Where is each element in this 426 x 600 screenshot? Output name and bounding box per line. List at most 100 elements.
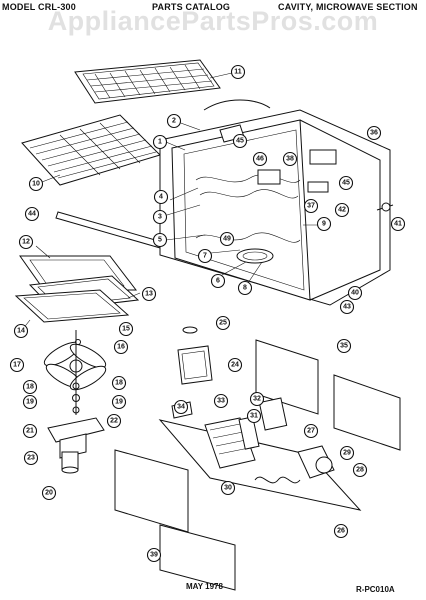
oven-rack — [74, 59, 221, 104]
callout-23: 23 — [23, 450, 39, 466]
svg-text:30: 30 — [224, 485, 232, 492]
svg-text:7: 7 — [203, 253, 207, 260]
watermark: AppliancePartsPros.com — [47, 6, 379, 36]
svg-text:40: 40 — [351, 290, 359, 297]
model-number: MODEL CRL-300 — [2, 2, 76, 12]
section-title: CAVITY, MICROWAVE SECTION — [278, 2, 418, 12]
callout-2: 2 — [166, 113, 182, 129]
svg-text:29: 29 — [343, 450, 351, 457]
svg-text:26: 26 — [337, 528, 345, 535]
svg-text:27: 27 — [307, 428, 315, 435]
callout-39: 39 — [146, 547, 162, 563]
callout-42: 42 — [334, 202, 350, 218]
svg-text:20: 20 — [45, 490, 53, 497]
svg-text:34: 34 — [177, 404, 185, 411]
callout-15: 15 — [118, 321, 134, 337]
callout-28: 28 — [352, 462, 368, 478]
callout-10: 10 — [28, 176, 44, 192]
callout-33: 33 — [213, 393, 229, 409]
svg-text:31: 31 — [250, 413, 258, 420]
callout-18a: 18 — [22, 379, 38, 395]
svg-text:39: 39 — [150, 552, 158, 559]
callout-27: 27 — [303, 423, 319, 439]
callout-5: 5 — [152, 232, 168, 248]
svg-text:11: 11 — [234, 69, 242, 76]
catalog-title: PARTS CATALOG — [152, 2, 231, 12]
callout-26: 26 — [333, 523, 349, 539]
svg-text:4: 4 — [159, 194, 163, 201]
svg-text:23: 23 — [27, 455, 35, 462]
callout-45b: 45 — [338, 175, 354, 191]
svg-text:24: 24 — [231, 362, 239, 369]
svg-text:18: 18 — [115, 380, 123, 387]
callout-22: 22 — [106, 413, 122, 429]
svg-text:49: 49 — [223, 236, 231, 243]
callout-17: 17 — [9, 357, 25, 373]
callout-35: 35 — [336, 338, 352, 354]
callout-31: 31 — [246, 408, 262, 424]
svg-text:12: 12 — [22, 239, 30, 246]
callout-14: 14 — [13, 323, 29, 339]
callout-7: 7 — [197, 248, 213, 264]
svg-text:19: 19 — [115, 399, 123, 406]
svg-text:41: 41 — [394, 221, 402, 228]
svg-text:17: 17 — [13, 362, 21, 369]
callout-45: 45 — [232, 133, 248, 149]
svg-text:45: 45 — [342, 180, 350, 187]
svg-text:6: 6 — [216, 278, 220, 285]
element-grid — [21, 114, 161, 186]
callout-46: 46 — [252, 151, 268, 167]
callout-16: 16 — [113, 339, 129, 355]
svg-text:43: 43 — [343, 304, 351, 311]
svg-text:28: 28 — [356, 467, 364, 474]
footer-date: MAY 1978 — [186, 582, 223, 591]
svg-text:44: 44 — [28, 211, 36, 218]
callout-49: 49 — [219, 231, 235, 247]
oven-cavity — [159, 99, 394, 306]
footer-reference: R-PC010A — [356, 585, 395, 594]
callout-30: 30 — [220, 480, 236, 496]
callout-3: 3 — [152, 209, 168, 225]
callout-32: 32 — [249, 391, 265, 407]
callout-18b: 18 — [111, 375, 127, 391]
magnetron-components — [177, 326, 213, 385]
svg-text:19: 19 — [26, 399, 34, 406]
callout-6: 6 — [210, 273, 226, 289]
side-panels — [255, 339, 401, 451]
callout-4: 4 — [153, 189, 169, 205]
callout-13: 13 — [141, 286, 157, 302]
svg-text:15: 15 — [122, 326, 130, 333]
callout-11: 11 — [230, 64, 246, 80]
callout-38: 38 — [282, 151, 298, 167]
svg-text:14: 14 — [17, 328, 25, 335]
svg-text:5: 5 — [158, 237, 162, 244]
callout-34: 34 — [173, 399, 189, 415]
callout-43: 43 — [339, 299, 355, 315]
fan-blade — [43, 330, 107, 415]
door-window-assembly — [14, 255, 140, 323]
fan-motor — [47, 417, 105, 474]
svg-text:3: 3 — [158, 214, 162, 221]
svg-text:37: 37 — [307, 203, 315, 210]
callout-40: 40 — [347, 285, 363, 301]
callout-19a: 19 — [22, 394, 38, 410]
callout-25: 25 — [215, 315, 231, 331]
callout-19b: 19 — [111, 394, 127, 410]
svg-text:36: 36 — [370, 130, 378, 137]
svg-text:8: 8 — [243, 285, 247, 292]
svg-text:33: 33 — [217, 398, 225, 405]
callout-24: 24 — [227, 357, 243, 373]
callout-41: 41 — [390, 216, 406, 232]
svg-text:2: 2 — [172, 118, 176, 125]
callout-8: 8 — [237, 280, 253, 296]
svg-text:13: 13 — [145, 291, 153, 298]
svg-text:22: 22 — [110, 418, 118, 425]
callout-21: 21 — [22, 423, 38, 439]
svg-text:38: 38 — [286, 156, 294, 163]
callout-37: 37 — [303, 198, 319, 214]
leader-lines — [21, 72, 323, 331]
callout-36: 36 — [366, 125, 382, 141]
callout-20: 20 — [41, 485, 57, 501]
svg-text:32: 32 — [253, 396, 261, 403]
